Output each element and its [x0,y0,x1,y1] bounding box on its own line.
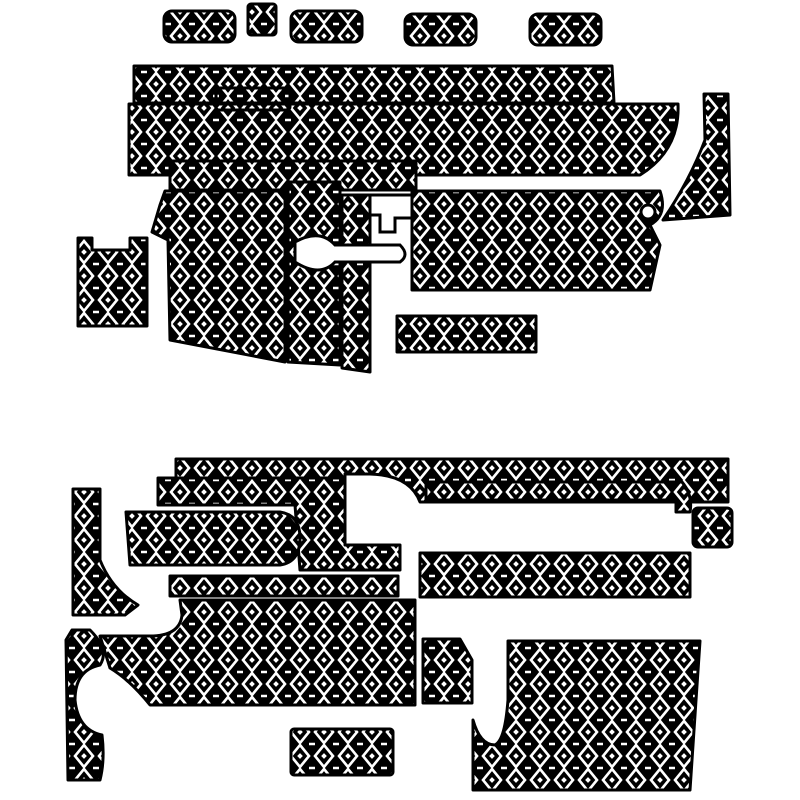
small-square-panel [691,506,734,549]
right-band-panel [418,551,692,599]
grip-curve-panel [64,628,105,782]
top-rail-panel [132,64,616,105]
selector-cutout [368,193,414,234]
side-band-panel [124,510,302,567]
rail-strip [424,480,693,514]
small-panel [403,12,478,47]
left-lower-panel [150,189,287,364]
grip-side-panel [76,236,149,328]
small-panel [289,9,364,44]
main-lower-panel [98,598,417,707]
upper-left-strip [156,476,402,572]
trigger-slot-cutout [293,234,407,272]
middle-strip [168,574,400,598]
small-tall-panel [421,637,474,705]
small-panel [162,9,237,44]
curved-left-panel [71,487,140,617]
small-panel [528,12,603,47]
bottom-strip [395,314,538,354]
lower-receiver-wrap-set [64,457,734,792]
magwell-panel-right [340,193,372,374]
magwell-panel [286,180,342,367]
magwell-side-panel [471,639,702,792]
small-panel [246,2,278,37]
bottom-small-panel [289,727,395,777]
buffer-tube-curve-panel [661,92,732,222]
pin-hole [639,203,657,221]
right-lower-panel [410,189,664,292]
upper-receiver-wrap-set [76,2,732,374]
main-side-panel [127,102,680,177]
charging-handle-frame [214,86,292,112]
